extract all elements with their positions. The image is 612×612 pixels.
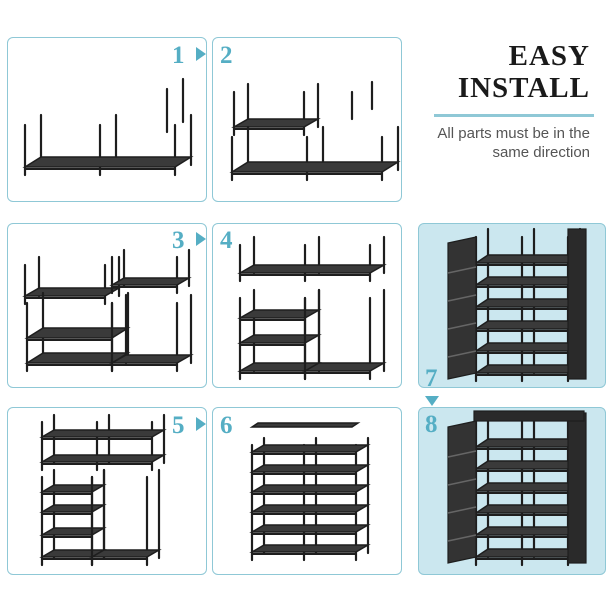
- step-2-rack-illustration: [229, 80, 401, 182]
- step-7-rack-illustration: [447, 227, 587, 383]
- arrow-down-icon: [425, 396, 439, 406]
- shelf: [473, 320, 583, 330]
- step-number-4: 4: [220, 227, 233, 254]
- side-pocket-organizer: [447, 420, 477, 564]
- shelf: [249, 464, 371, 473]
- step-number-5: 5: [172, 412, 185, 439]
- shelf: [24, 327, 131, 339]
- shelf: [231, 118, 321, 128]
- shelf: [22, 287, 122, 297]
- side-cover: [567, 412, 587, 564]
- shelf: [473, 548, 583, 558]
- step-1-rack-illustration: [22, 77, 194, 177]
- shelf: [237, 334, 322, 344]
- shelf: [473, 364, 583, 374]
- shelf: [229, 161, 401, 173]
- title-install: INSTALL: [457, 72, 590, 104]
- shelf: [39, 484, 107, 493]
- shelf: [473, 482, 583, 492]
- shelf: [39, 527, 107, 536]
- pocket-seam: [447, 350, 477, 358]
- pocket-seam: [447, 450, 477, 458]
- shelf: [473, 298, 583, 308]
- step-number-8: 8: [425, 411, 438, 438]
- pocket-seam: [447, 506, 477, 514]
- step-6-rack-illustration: [249, 422, 371, 562]
- shelf: [39, 429, 167, 438]
- arrow-right-icon: [196, 417, 206, 431]
- pocket-seam: [447, 478, 477, 486]
- instruction-caption: All parts must be in the same direction: [437, 125, 590, 161]
- shelf: [22, 156, 194, 168]
- shelf: [473, 526, 583, 536]
- shelf: [473, 254, 583, 264]
- pocket-seam: [447, 322, 477, 330]
- shelf: [249, 524, 371, 533]
- step-number-2: 2: [220, 42, 233, 69]
- step-5-rack-illustration: [39, 413, 167, 567]
- step-number-3: 3: [172, 227, 185, 254]
- shelf: [249, 484, 371, 493]
- top-cover: [473, 410, 585, 422]
- shelf: [249, 444, 371, 453]
- shelf: [237, 309, 322, 319]
- arrow-right-icon: [196, 47, 206, 61]
- shelf: [473, 504, 583, 514]
- title-easy: EASY: [508, 40, 590, 72]
- shelf: [24, 352, 131, 364]
- pocket-seam: [447, 266, 477, 274]
- shelf: [473, 460, 583, 470]
- step-4-rack-illustration: [237, 235, 387, 381]
- top-shelf: [249, 422, 361, 428]
- shelf: [109, 354, 194, 364]
- shelf: [302, 362, 387, 372]
- pocket-seam: [447, 534, 477, 542]
- step-3-rack-illustration: [22, 248, 194, 373]
- step-number-1: 1: [172, 42, 185, 69]
- shelf: [39, 504, 107, 513]
- side-pocket-organizer: [447, 236, 477, 380]
- side-cover: [567, 228, 587, 380]
- step-8-rack-illustration: [447, 410, 587, 567]
- shelf: [249, 504, 371, 513]
- shelf: [39, 454, 167, 463]
- arrow-right-icon: [196, 232, 206, 246]
- step-number-7: 7: [425, 365, 438, 392]
- title-divider: [434, 114, 594, 117]
- pocket-seam: [447, 294, 477, 302]
- shelf: [237, 264, 387, 274]
- shelf: [473, 438, 583, 448]
- step-number-6: 6: [220, 412, 233, 439]
- shelf: [249, 544, 371, 553]
- shelf: [473, 276, 583, 286]
- shelf: [473, 342, 583, 352]
- shelf: [89, 549, 162, 558]
- shelf: [109, 277, 192, 286]
